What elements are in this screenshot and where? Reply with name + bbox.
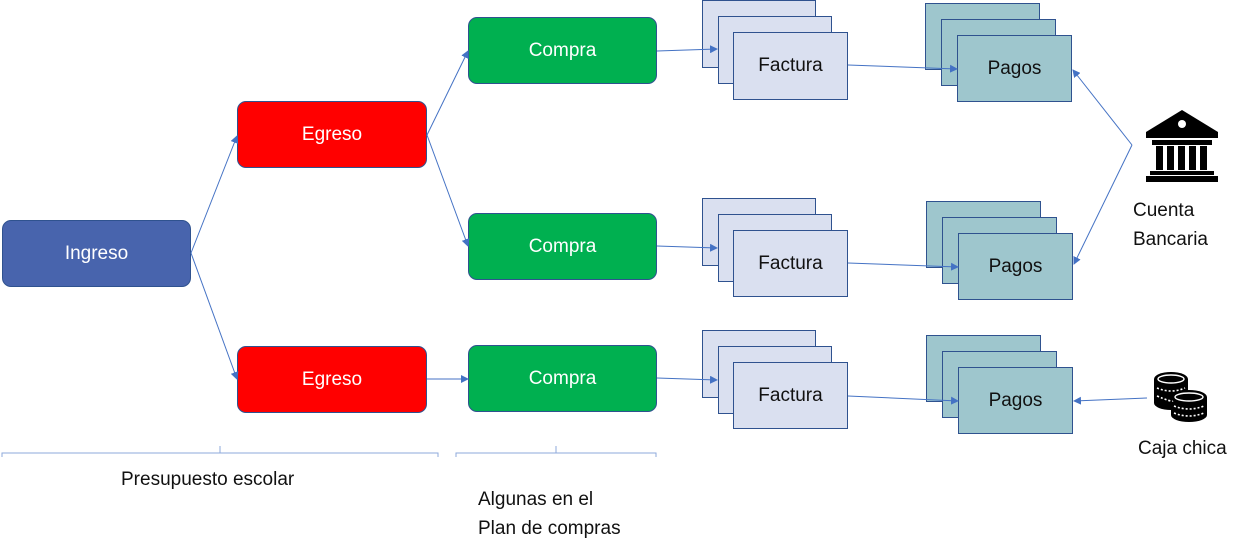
bank-icon: [1146, 110, 1218, 182]
compra-label: Compra: [528, 39, 597, 61]
bank-account-label: Cuenta Bancaria: [1133, 196, 1208, 254]
factura-card-3: Factura: [733, 362, 848, 429]
arrow-cash-pagos-3: [1073, 396, 1148, 405]
egreso-node-bottom: Egreso: [237, 346, 427, 413]
arrow-bank-pagos-2: [1073, 144, 1133, 265]
egreso-label: Egreso: [301, 368, 363, 390]
budget-bracket: [1, 446, 439, 457]
plan-label-line1: Algunas en el: [478, 489, 594, 510]
arrow-bank-pagos-1: [1072, 69, 1133, 146]
arrow-ingreso-egreso-bottom: [190, 252, 239, 380]
budget-bracket-label: Presupuesto escolar: [121, 469, 295, 490]
pagos-card-3: Pagos: [958, 367, 1073, 434]
plan-label-line2: Plan de compras: [478, 518, 621, 539]
pagos-card-1: Pagos: [957, 35, 1072, 102]
pagos-card-2: Pagos: [958, 233, 1073, 300]
compra-label: Compra: [528, 235, 597, 257]
factura-card-1: Factura: [733, 32, 848, 100]
factura-card-2: Factura: [733, 230, 848, 297]
pagos-label: Pagos: [988, 389, 1043, 411]
factura-label: Factura: [758, 252, 823, 274]
coins-icon: [1151, 371, 1211, 423]
plan-bracket: [455, 446, 657, 457]
pagos-label: Pagos: [988, 255, 1043, 277]
factura-label: Factura: [758, 384, 823, 406]
bank-label-line1: Cuenta: [1133, 200, 1195, 221]
pagos-label: Pagos: [987, 57, 1042, 79]
plan-bracket-label: Algunas en el Plan de compras: [478, 485, 621, 543]
compra-node-2: Compra: [468, 213, 657, 280]
ingreso-label: Ingreso: [64, 242, 129, 264]
bank-label-line2: Bancaria: [1133, 229, 1208, 250]
compra-node-3: Compra: [468, 345, 657, 412]
factura-label: Factura: [758, 55, 823, 76]
compra-node-1: Compra: [468, 17, 657, 84]
arrow-egreso-compra-1: [426, 50, 469, 136]
egreso-node-top: Egreso: [237, 101, 427, 168]
arrow-ingreso-egreso-top: [190, 135, 239, 254]
petty-cash-label: Caja chica: [1138, 438, 1227, 459]
egreso-label: Egreso: [301, 123, 363, 145]
ingreso-node: Ingreso: [2, 220, 191, 287]
compra-label: Compra: [528, 367, 597, 389]
arrow-egreso-compra-2: [426, 134, 470, 247]
